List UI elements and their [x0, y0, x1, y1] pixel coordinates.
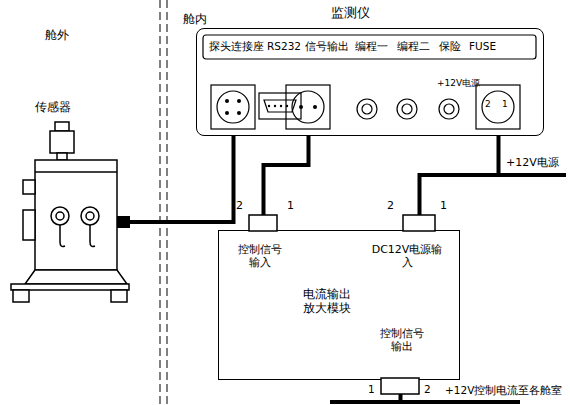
amplifier-module-box: 控制信号输入 DC12V电源输入电流输出放大模块控制信号输出	[218, 230, 460, 380]
cabin-divider	[160, 0, 161, 405]
pin-number: 1	[440, 199, 447, 212]
monitor-box: 监测仪探头连接座RS232信号输出编程一编程二保险FUSE+12V电源	[196, 28, 544, 136]
pin-number: 2	[424, 383, 431, 396]
panel-label: 保险	[439, 40, 461, 53]
cable-connector	[130, 136, 234, 222]
sensor-unit: 传感器	[5, 100, 130, 305]
port-label: DC12V电源输入	[371, 243, 443, 269]
panel-label: 信号输出	[305, 40, 349, 53]
panel-label: RS232	[267, 40, 301, 53]
wire-label: +12V控制电流至各舱室	[445, 384, 562, 397]
output-cable	[330, 400, 520, 404]
panel-label: FUSE	[469, 40, 496, 53]
cabin-divider	[167, 0, 168, 405]
pin-number: 2	[485, 99, 491, 110]
port-label: 控制信号输入	[235, 243, 285, 269]
sensor-drawing	[5, 100, 130, 305]
panel-label: 探头连接座	[209, 40, 264, 53]
monitor-title: 监测仪	[331, 5, 370, 21]
panel-label: 编程二	[397, 40, 430, 53]
fuse-label: +12V电源	[437, 78, 480, 89]
pin-number: 1	[287, 199, 294, 212]
sensor-title: 传感器	[35, 100, 71, 114]
pin-number: 1	[502, 99, 508, 110]
zone-label: 舱内	[183, 12, 207, 26]
module-name: 电流输出放大模块	[301, 287, 353, 316]
panel-label: 编程一	[355, 40, 388, 53]
power-supply-wire	[499, 173, 567, 177]
pin-number: 2	[387, 199, 394, 212]
wire-label: +12V电源	[506, 156, 559, 169]
pin-number: 2	[236, 199, 243, 212]
zone-label: 舱外	[45, 28, 69, 42]
port-label: 控制信号输出	[377, 327, 427, 353]
pin-number: 1	[368, 383, 375, 396]
